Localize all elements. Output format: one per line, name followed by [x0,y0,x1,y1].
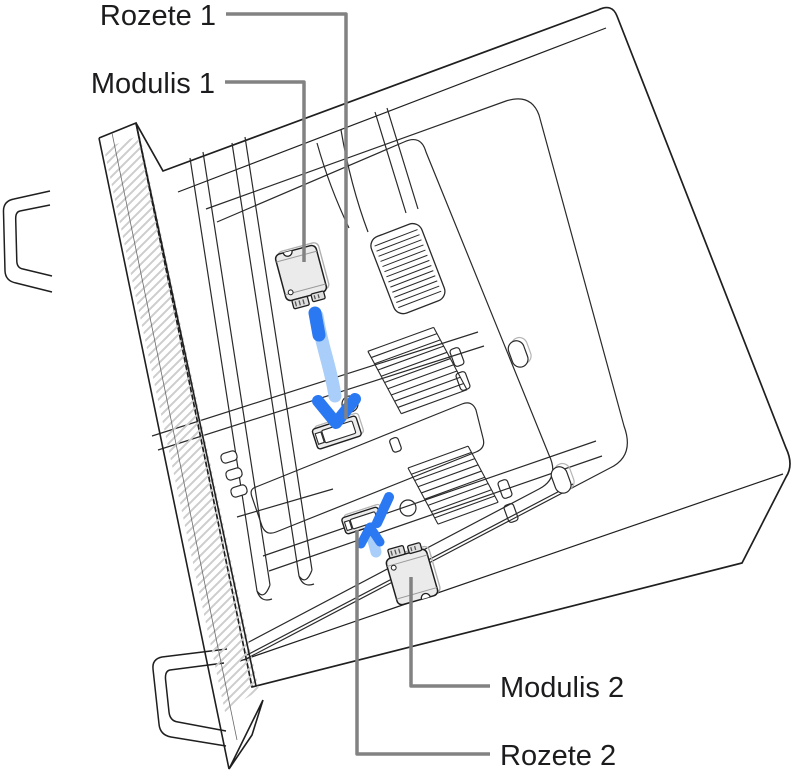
standoff-post [399,499,417,517]
screw-slot [507,336,532,368]
callout-lines [225,12,490,756]
connector-tab [389,436,402,453]
insertion-arrow-2 [356,492,394,558]
label-modulis-2: Modulis 2 [500,672,624,704]
connector-tab [455,371,471,391]
lattice-pattern [104,135,259,712]
foot-handle [164,662,227,732]
screw-notch [282,250,293,257]
front-panel [98,121,264,770]
frame-strut [374,107,419,214]
rim-outer [205,98,628,661]
arrow-head [312,393,361,429]
handles [2,190,228,747]
rail-notch [225,467,243,481]
case-outline [135,6,791,689]
left-rail-1 [189,151,273,601]
screw-slot [550,462,575,494]
arrow-shaft-dark [372,492,394,528]
connector-tab [497,479,513,499]
heatsink-2 [407,445,499,525]
label-rozete-2: Rozete 2 [500,740,616,772]
connector-tab [449,347,465,367]
callout-line-socket1 [226,12,348,419]
module-hole [390,564,397,571]
interior-frame [151,98,628,661]
front-panel-edges [98,121,264,770]
rail-notch [220,450,238,464]
connector-tab [503,503,519,523]
vent-grille [370,222,446,315]
callout-line-module2 [409,577,490,688]
board-details [250,336,575,534]
heatsink-1 [367,326,468,415]
arrow-shaft-dark [308,306,326,342]
ssd-module-1 [274,242,330,310]
arrow-head [356,522,385,549]
rim-inner [216,139,554,644]
top-handle [14,204,53,277]
label-modulis-1: Modulis 1 [91,68,215,100]
front-panel-inner-line [111,132,238,741]
mac-pro-case [135,6,791,689]
socket-2 [341,503,385,535]
rail-notch [230,484,248,498]
insertion-arrow-1 [308,306,361,429]
foot-handle [152,648,228,747]
top-handle [2,190,53,293]
callout-line-module1 [225,80,306,262]
lower-board-edges [236,440,603,572]
ssd-carrier-plate [250,402,485,534]
left-rail-2 [231,136,315,586]
label-rozete-1: Rozete 1 [100,0,216,32]
screw-notch [420,592,431,600]
callout-labels: Rozete 1 Modulis 1 Modulis 2 Rozete 2 [91,0,624,772]
module-hole [287,289,294,296]
callout-line-socket2 [355,530,490,756]
case-bottom-inner-edge [239,473,784,662]
